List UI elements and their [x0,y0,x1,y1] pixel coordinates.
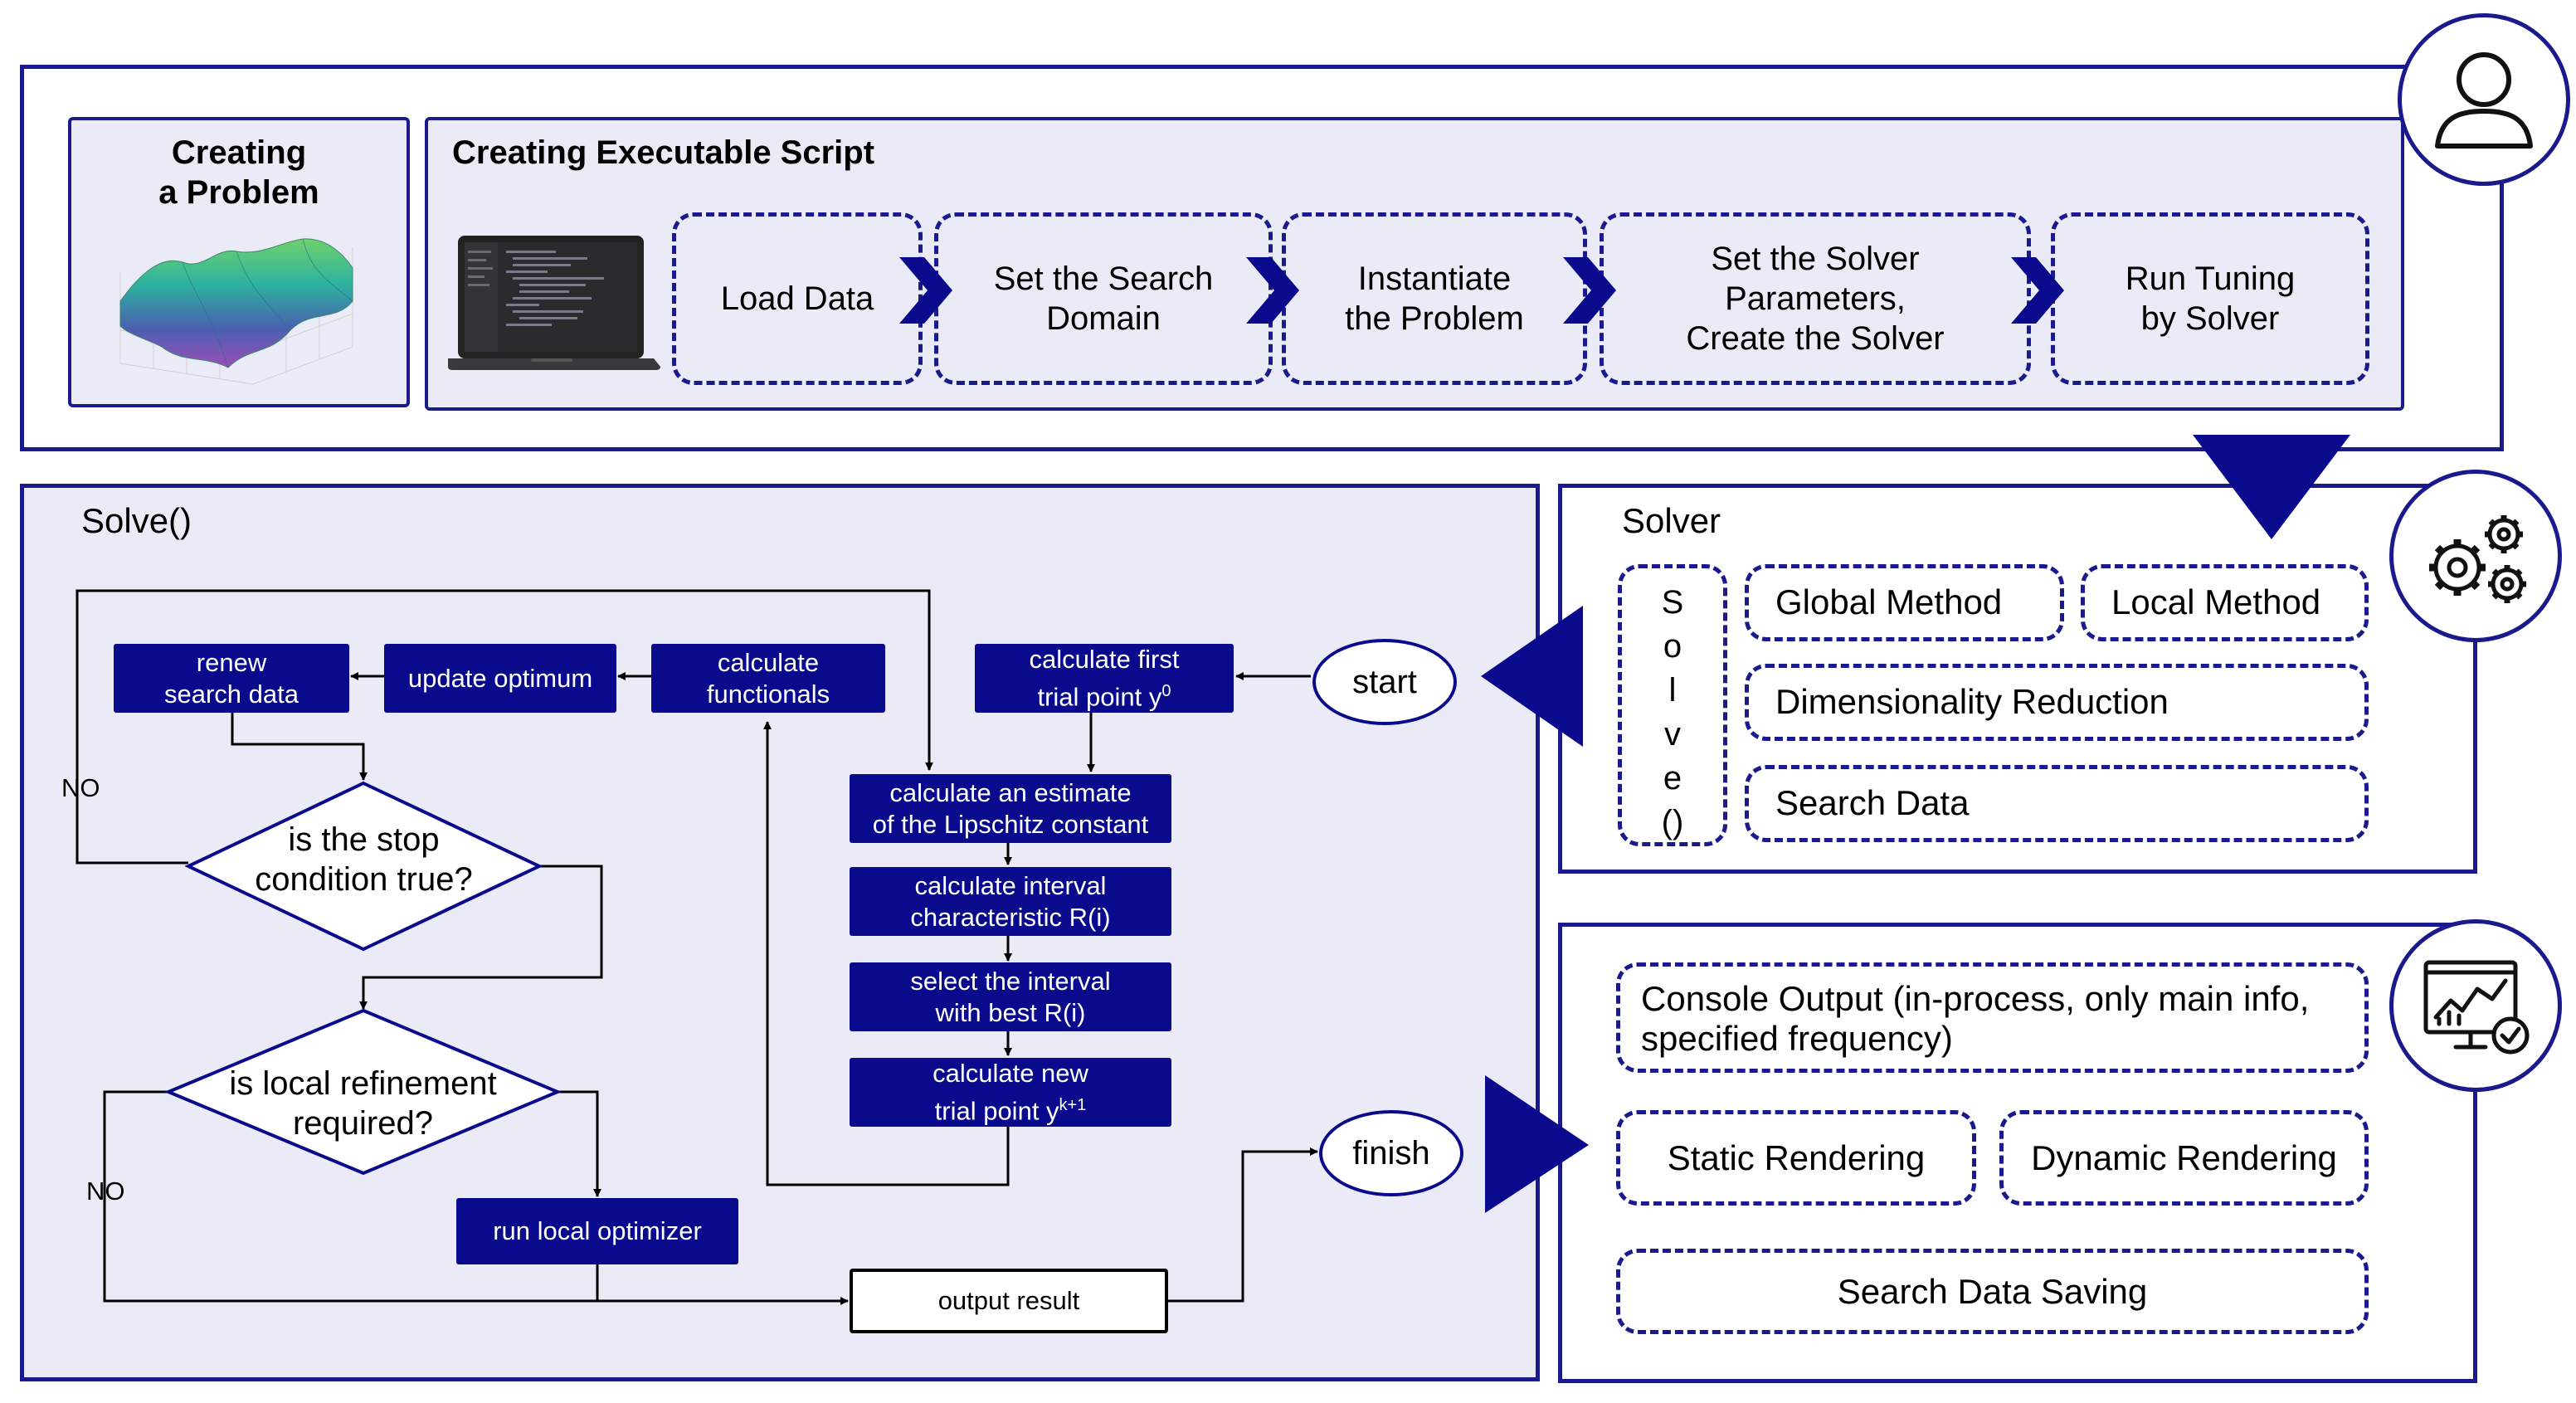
solve-method-box [1618,564,1727,846]
search-data-saving-box: Search Data Saving [1616,1249,2369,1334]
stop-condition-diamond [184,781,543,952]
chevron-icon [1246,257,1299,324]
stop-condition-line2: condition true? [255,861,473,898]
static-rendering-label: Static Rendering [1667,1138,1926,1177]
gears-icon [2429,515,2526,603]
search-data-saving-label: Search Data Saving [1837,1271,2148,1311]
dynamic-rendering-label: Dynamic Rendering [2031,1138,2337,1177]
down-triangle-arrow [2193,435,2350,539]
static-rendering-box: Static Rendering [1616,1110,1976,1206]
monitor-icon-circle [2389,919,2562,1092]
dynamic-rendering-box: Dynamic Rendering [1999,1110,2369,1206]
user-icon [2435,52,2533,149]
executable-script-box [425,117,2404,411]
chevron-icon [899,257,952,324]
search-data-box [1745,765,2369,842]
finish-node: finish [1319,1110,1463,1196]
right-triangle-arrow [1485,1075,1589,1213]
script-title: Creating Executable Script [452,134,875,171]
search-data-label: Search Data [1775,783,1970,822]
solve-title: Solve() [81,501,192,540]
update-optimum: update optimum [384,644,616,713]
user-icon-circle [2398,13,2570,186]
solver-title: Solver [1622,501,1721,540]
run-local-optimizer: run local optimizer [456,1198,738,1264]
output-result: output result [850,1269,1168,1333]
problem-title-line2: a Problem [158,174,319,211]
global-method-box [1745,564,2064,641]
surface-plot-icon [119,238,353,385]
local-no-label: NO [86,1176,125,1206]
chevron-icon [1563,257,1616,324]
console-output-line1: Console Output (in-process, only main in… [1641,979,2310,1018]
local-method-box [2081,564,2369,641]
console-output-box [1616,962,2369,1073]
problem-title-line1: Creating [171,134,307,171]
local-refinement-line1: is local refinement [229,1065,497,1102]
local-refinement-line2: required? [292,1105,433,1142]
solver-panel [1558,484,2477,874]
stop-condition-line1: is the stop [288,821,440,858]
left-triangle-arrow [1481,606,1583,747]
dimensionality-reduction-label: Dimensionality Reduction [1775,682,2169,721]
console-output-line2: specified frequency) [1641,1019,1953,1058]
local-method-label: Local Method [2111,582,2321,621]
dimensionality-reduction-box [1745,664,2369,741]
monitor-chart-icon [2423,960,2530,1055]
solve-vertical-text: S o l v e () [1661,584,1684,840]
chevron-icon [2011,257,2064,324]
output-panel [1558,923,2477,1383]
stop-no-label: NO [61,773,100,802]
step-chevrons [899,257,2064,324]
local-refinement-diamond [163,1008,562,1176]
solve-panel [20,484,1540,1381]
start-node: start [1312,639,1457,725]
global-method-label: Global Method [1775,582,2003,621]
laptop-icon [448,236,660,370]
